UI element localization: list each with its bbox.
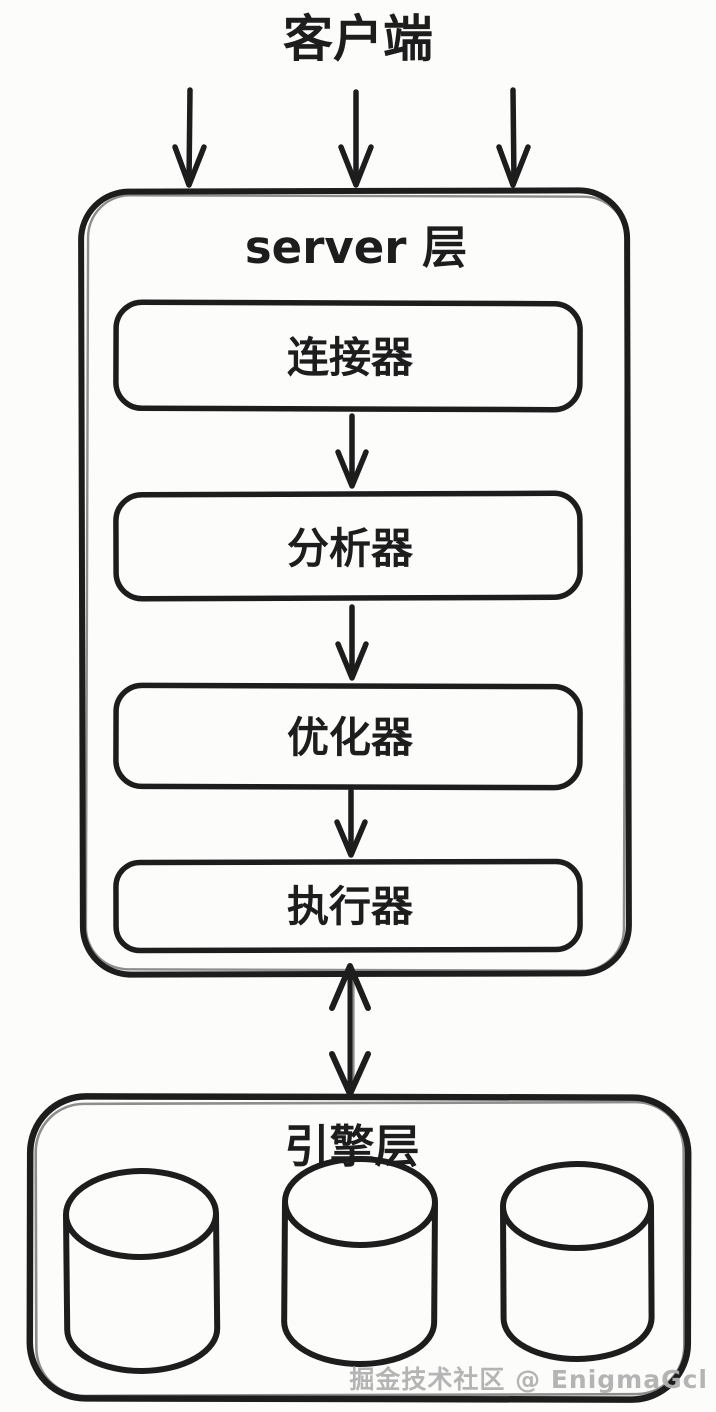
server-layer-label: server 层	[245, 221, 467, 274]
component-label-analyzer: 分析器	[287, 524, 414, 573]
server-layer-box	[78, 187, 632, 978]
client-to-server-arrow-left	[172, 87, 207, 188]
client-label: 客户端	[283, 10, 433, 68]
database-cylinder-middle	[281, 1156, 438, 1367]
analyzer-to-optimizer-arrow	[335, 604, 369, 681]
watermark: 掘金技术社区 @ EnigmaGcl	[349, 1365, 708, 1394]
database-cylinder-right	[500, 1161, 655, 1362]
database-cylinder-left	[63, 1168, 221, 1374]
optimizer-to-executor-arrow	[334, 788, 368, 858]
component-box-executor	[113, 858, 583, 954]
client-to-server-arrow-middle	[338, 89, 374, 188]
engine-layer-box	[26, 1093, 692, 1403]
connector-to-analyzer-arrow	[335, 413, 369, 489]
component-box-analyzer	[113, 490, 583, 602]
component-label-optimizer: 优化器	[287, 713, 414, 762]
component-label-executor: 执行器	[287, 882, 414, 931]
component-label-connector: 连接器	[287, 333, 414, 382]
server-engine-bidirectional-arrow	[329, 963, 371, 1097]
component-box-connector	[113, 299, 583, 413]
component-box-optimizer	[113, 682, 583, 791]
client-to-server-arrow-right	[496, 87, 531, 188]
